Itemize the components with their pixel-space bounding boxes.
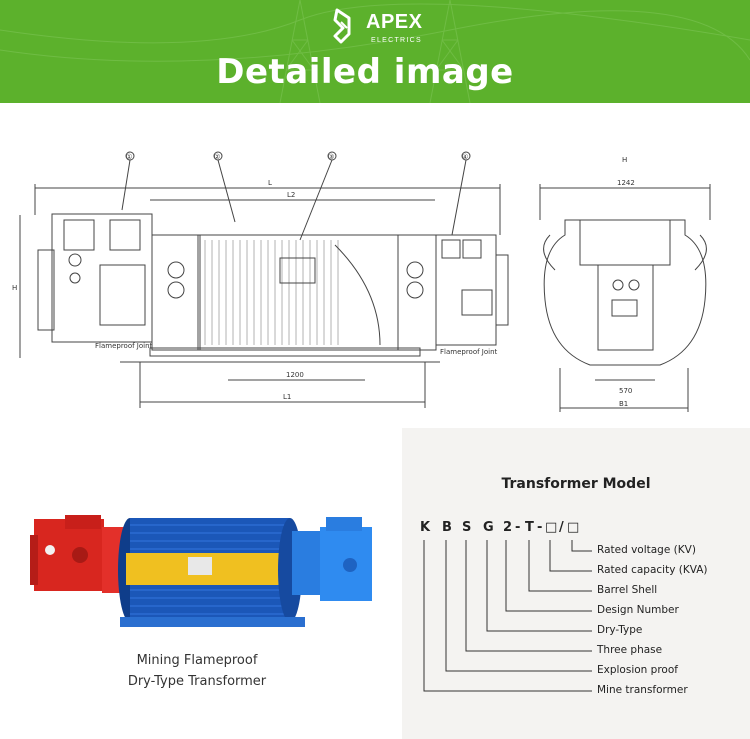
dim-label-base: 1200 (286, 371, 304, 379)
technical-drawing: ① ② ③ ④ L L2 1200 L1 H H 1242 570 B1 Fla… (12, 151, 711, 412)
model-connector-lines (423, 540, 592, 692)
model-desc-item: Barrel Shell (597, 584, 658, 596)
brand-subtitle: ELECTRICS (371, 37, 422, 44)
model-code-char: / (559, 520, 564, 535)
model-desc-item: Design Number (597, 604, 679, 616)
model-code-char: B (442, 520, 452, 535)
caption-line-1: Mining Flameproof (136, 653, 258, 668)
model-code-char: K (420, 520, 431, 535)
model-desc-item: Rated capacity (KVA) (597, 564, 708, 576)
caption-line-2: Dry-Type Transformer (127, 674, 267, 689)
dim-label-l1: L1 (283, 393, 291, 401)
callout-1: ① (126, 153, 132, 161)
page-title: Detailed image (216, 52, 514, 92)
joint-label-right: Flameproof Joint (440, 348, 498, 356)
model-desc-item: Three phase (597, 644, 663, 656)
joint-label-left: Flameproof Joint (95, 342, 153, 350)
callout-3: ③ (328, 153, 334, 161)
dim-label-l2: L2 (287, 191, 295, 199)
model-code-char: S (462, 520, 472, 535)
model-code-char: □ (545, 520, 558, 535)
model-code-char: 2 (503, 520, 513, 535)
dim-label-l: L (268, 179, 272, 187)
model-desc-item: Rated voltage (KV) (597, 544, 696, 556)
dim-label-width: 1242 (617, 179, 635, 187)
callout-4: ④ (462, 153, 468, 161)
product-caption: Mining Flameproof Dry-Type Transformer (97, 650, 297, 692)
brand-name: APEX (366, 11, 423, 33)
model-desc-item: Dry-Type (597, 624, 643, 636)
apex-logo-icon (333, 8, 351, 44)
model-title: Transformer Model (501, 476, 651, 492)
header-banner: APEX ELECTRICS Detailed image (0, 0, 750, 103)
callout-2: ② (214, 153, 220, 161)
model-code-char: - (537, 520, 543, 535)
transformer-photo (30, 515, 372, 627)
model-desc-item: Mine transformer (597, 684, 688, 696)
model-desc-item: Explosion proof (597, 664, 678, 676)
dim-label-top-right: H (622, 156, 627, 164)
dim-label-b2: 570 (619, 387, 632, 395)
transformer-model-panel: Transformer Model K B S G 2 - T - □ / □ … (402, 428, 750, 739)
model-code-char: T (525, 520, 534, 535)
tower-pattern-decoration (0, 0, 750, 103)
dim-label-b1: B1 (619, 400, 628, 408)
model-code-char: □ (567, 520, 580, 535)
model-code-char: G (483, 520, 494, 535)
model-code-char: - (515, 520, 521, 535)
dim-label-height: H (12, 284, 17, 292)
